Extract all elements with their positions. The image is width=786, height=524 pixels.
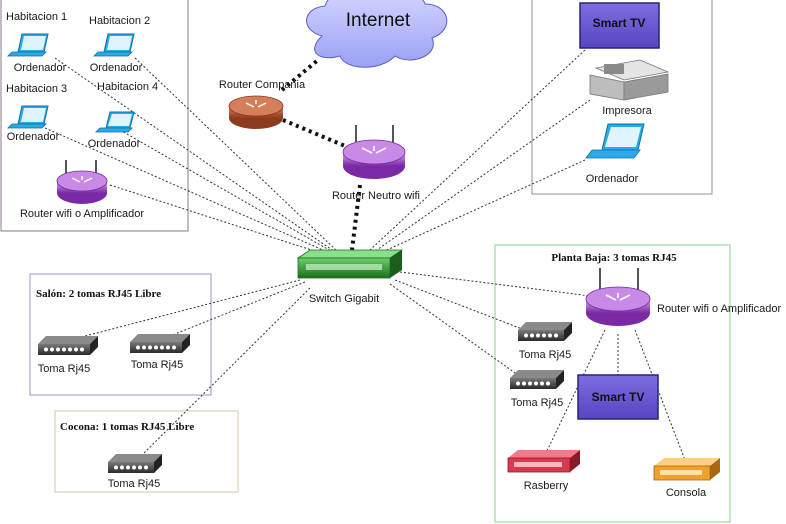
link-hab1 bbox=[54, 57, 336, 253]
link-compania-neutro bbox=[282, 118, 346, 148]
hab3-label: Habitacion 3 bbox=[6, 83, 67, 95]
impresora-label: Impresora bbox=[602, 105, 652, 117]
ordenador-right-label: Ordenador bbox=[586, 173, 639, 185]
internet-cloud: Internet bbox=[306, 0, 448, 68]
smart-tv-top: Smart TV bbox=[579, 2, 660, 49]
ordenador-hab3-label: Ordenador bbox=[7, 131, 60, 143]
link-internet bbox=[280, 58, 320, 92]
ordenador-hab1-label: Ordenador bbox=[14, 62, 67, 74]
toma-pb-1-label: Toma Rj45 bbox=[519, 349, 572, 361]
link-cocina bbox=[134, 287, 311, 463]
consola-label: Consola bbox=[666, 487, 707, 499]
toma-cocina-label: Toma Rj45 bbox=[108, 478, 161, 490]
link-hab2 bbox=[134, 57, 339, 253]
cocina-box bbox=[54, 410, 239, 493]
smart-tv-pb: Smart TV bbox=[577, 374, 659, 420]
printer bbox=[589, 59, 670, 101]
router-wifi-right-label: Router wifi o Amplificador bbox=[657, 303, 781, 315]
ordenador-hab2-label: Ordenador bbox=[90, 62, 143, 74]
router-neutro-label: Router Neutro wifi bbox=[332, 190, 420, 202]
link-toma-pb-2 bbox=[389, 283, 526, 381]
ordenador-hab4-label: Ordenador bbox=[88, 138, 141, 150]
consola-device bbox=[653, 458, 720, 481]
link-consola bbox=[634, 329, 686, 461]
salon-title: Salón: 2 tomas RJ45 Libre bbox=[36, 288, 161, 300]
router-wifi-right bbox=[585, 268, 651, 326]
rj45-salon-1 bbox=[38, 336, 98, 355]
upstairs-box bbox=[531, 0, 713, 195]
router-wifi-left bbox=[56, 160, 108, 204]
rj45-cocina bbox=[108, 454, 162, 473]
cocina-title: Cocona: 1 tomas RJ45 Libre bbox=[60, 421, 194, 433]
link-hab3 bbox=[44, 127, 333, 255]
internet-label: Internet bbox=[346, 10, 411, 31]
link-smart-tv bbox=[369, 49, 586, 251]
smart-tv-pb-label: Smart TV bbox=[592, 390, 645, 404]
switch-label: Switch Gigabit bbox=[309, 293, 379, 305]
router-wifi-left-label: Router wifi o Amplificador bbox=[20, 208, 144, 220]
laptop-hab1 bbox=[7, 33, 49, 57]
bedrooms-box bbox=[0, 0, 189, 232]
hab1-label: Habitacion 1 bbox=[6, 11, 67, 23]
planta-baja-title: Planta Baja: 3 tomas RJ45 bbox=[551, 252, 677, 264]
router-compania-label: Router Compania bbox=[219, 79, 306, 91]
planta-baja-box bbox=[494, 244, 731, 523]
link-impresora bbox=[373, 99, 591, 253]
rasberry-label: Rasberry bbox=[524, 480, 569, 492]
toma-pb-2-label: Toma Rj45 bbox=[511, 397, 564, 409]
laptop-hab2 bbox=[93, 33, 135, 57]
salon-box bbox=[29, 273, 212, 396]
router-compania bbox=[228, 95, 284, 129]
rj45-salon-2 bbox=[130, 334, 190, 353]
link-rasberry bbox=[544, 329, 606, 456]
rj45-pb-1 bbox=[518, 322, 572, 341]
rasberry-device bbox=[507, 450, 580, 473]
rj45-pb-2 bbox=[510, 370, 564, 389]
toma-salon-1-label: Toma Rj45 bbox=[38, 363, 91, 375]
link-router-left bbox=[109, 184, 331, 257]
toma-salon-2-label: Toma Rj45 bbox=[131, 359, 184, 371]
link-hab4 bbox=[119, 129, 337, 255]
link-salon-2 bbox=[159, 281, 306, 341]
switch-links bbox=[44, 49, 686, 463]
router-neutro bbox=[342, 125, 406, 179]
switch-gigabit bbox=[296, 249, 404, 279]
smart-tv-top-label: Smart TV bbox=[593, 16, 646, 30]
link-toma-pb-1 bbox=[394, 279, 531, 333]
laptop-hab3 bbox=[7, 105, 49, 129]
hab2-label: Habitacion 2 bbox=[89, 15, 150, 27]
link-ordenador-right bbox=[377, 159, 586, 255]
laptop-hab4 bbox=[95, 111, 135, 133]
hab4-label: Habitacion 4 bbox=[97, 81, 158, 93]
laptop-right bbox=[585, 123, 645, 159]
